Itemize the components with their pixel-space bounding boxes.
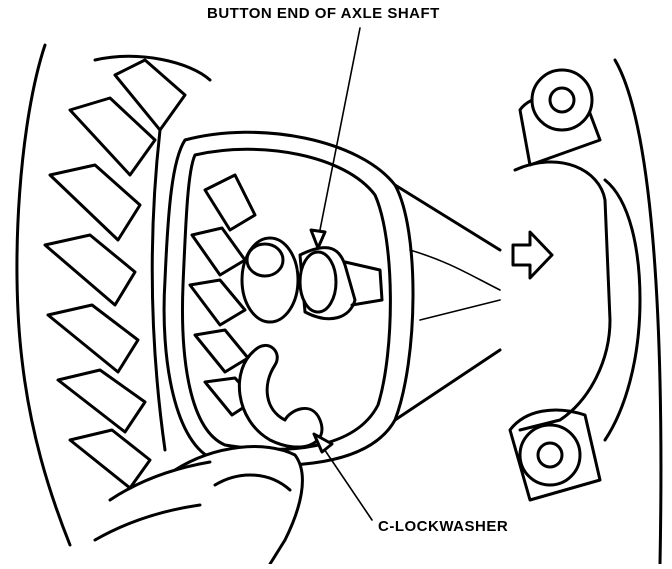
top-bolt [530, 68, 594, 132]
housing-outline [15, 43, 72, 547]
ring-gear [43, 58, 187, 490]
housing-top-edge [93, 54, 212, 82]
leader-button-end [317, 27, 361, 241]
case-inner-rim [181, 147, 392, 451]
hand [93, 445, 304, 566]
c-lockwasher-shape [237, 343, 324, 449]
label-button-end: BUTTON END OF AXLE SHAFT [207, 5, 440, 22]
bottom-bolt [518, 423, 582, 487]
differential-case [162, 130, 415, 467]
bearing-cap [513, 160, 612, 432]
direction-arrow [511, 230, 554, 280]
leader-c-lockwasher [317, 439, 373, 521]
label-c-lockwasher: C-LOCKWASHER [378, 518, 509, 535]
